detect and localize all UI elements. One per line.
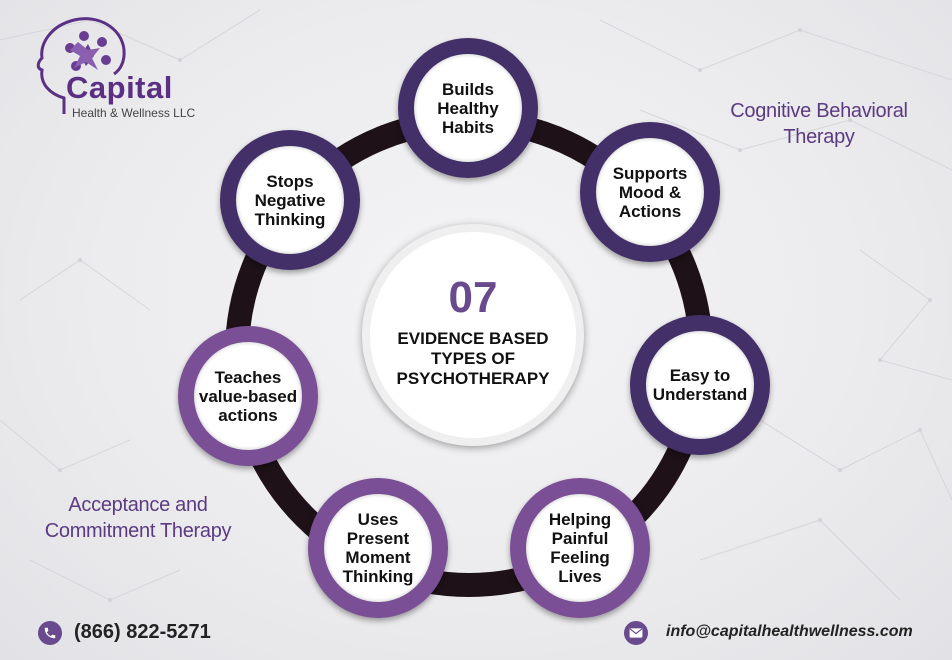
node-line: Easy to [669,366,731,385]
node-line: Actions [618,201,682,221]
node-label: Builds Healthy Habits [414,54,522,162]
cbt-label-line: Therapy [783,126,855,148]
act-label-line: Acceptance and [68,494,208,516]
center-number: 07 [448,273,498,322]
node-line: Understand [652,385,748,404]
node-line: Feeling [550,548,610,567]
node-builds-healthy-habits: Builds Healthy Habits [398,38,538,178]
node-line: Lives [558,567,602,586]
center-circle: 07 EVIDENCE BASED TYPES OF PSYCHOTHERAPY [362,224,584,446]
node-line: Present [346,529,410,548]
act-label: Acceptance and Commitment Therapy [22,492,254,544]
act-label-line: Commitment Therapy [44,520,232,542]
node-label: Easy to Understand [646,331,754,439]
node-line: Helping [548,510,612,529]
node-uses-present-moment-thinking: Uses Present Moment Thinking [308,478,448,618]
center-title-line: EVIDENCE BASED [397,329,549,348]
cbt-label-line: Cognitive Behavioral [730,100,908,122]
center-title: EVIDENCE BASED TYPES OF PSYCHOTHERAPY [396,329,549,389]
node-easy-to-understand: Easy to Understand [630,315,770,455]
node-label: Supports Mood & Actions [596,138,704,246]
node-line: Thinking [254,209,326,229]
node-line: value-based [198,386,298,406]
center-inner: 07 EVIDENCE BASED TYPES OF PSYCHOTHERAPY [370,232,576,438]
node-line: Teaches [214,367,282,387]
envelope-glyph-icon [629,628,643,638]
phone-glyph-icon [44,627,56,639]
envelope-icon [624,621,648,645]
node-helping-painful-feeling-lives: Helping Painful Feeling Lives [510,478,650,618]
logo-head-icon [36,17,126,114]
node-line: Supports [612,163,688,183]
node-label: Uses Present Moment Thinking [324,494,432,602]
node-line: Habits [442,117,494,137]
node-line: Uses [357,510,399,529]
node-line: actions [218,405,278,425]
phone-icon [38,621,62,645]
node-line: Mood & [618,182,682,202]
logo-subtitle: Health & Wellness LLC [72,106,196,120]
node-label: Stops Negative Thinking [236,146,344,254]
cbt-label: Cognitive Behavioral Therapy [708,98,930,150]
logo-title: Capital [66,70,173,105]
node-line: Painful [551,529,609,548]
node-teaches-value-based-actions: Teaches value-based actions [178,326,318,466]
center-title-line: TYPES OF [430,349,516,368]
node-line: Healthy [437,98,499,118]
center-title-line: PSYCHOTHERAPY [396,369,550,388]
node-label: Teaches value-based actions [194,342,302,450]
node-stops-negative-thinking: Stops Negative Thinking [220,130,360,270]
phone-number[interactable]: (866) 822-5271 [74,621,211,643]
node-line: Builds [442,79,494,99]
node-supports-mood-actions: Supports Mood & Actions [580,122,720,262]
node-line: Negative [254,190,326,210]
node-line: Thinking [342,567,414,586]
email-address[interactable]: info@capitalhealthwellness.com [666,623,913,640]
node-line: Stops [266,171,314,191]
node-line: Moment [345,548,411,567]
node-label: Helping Painful Feeling Lives [526,494,634,602]
